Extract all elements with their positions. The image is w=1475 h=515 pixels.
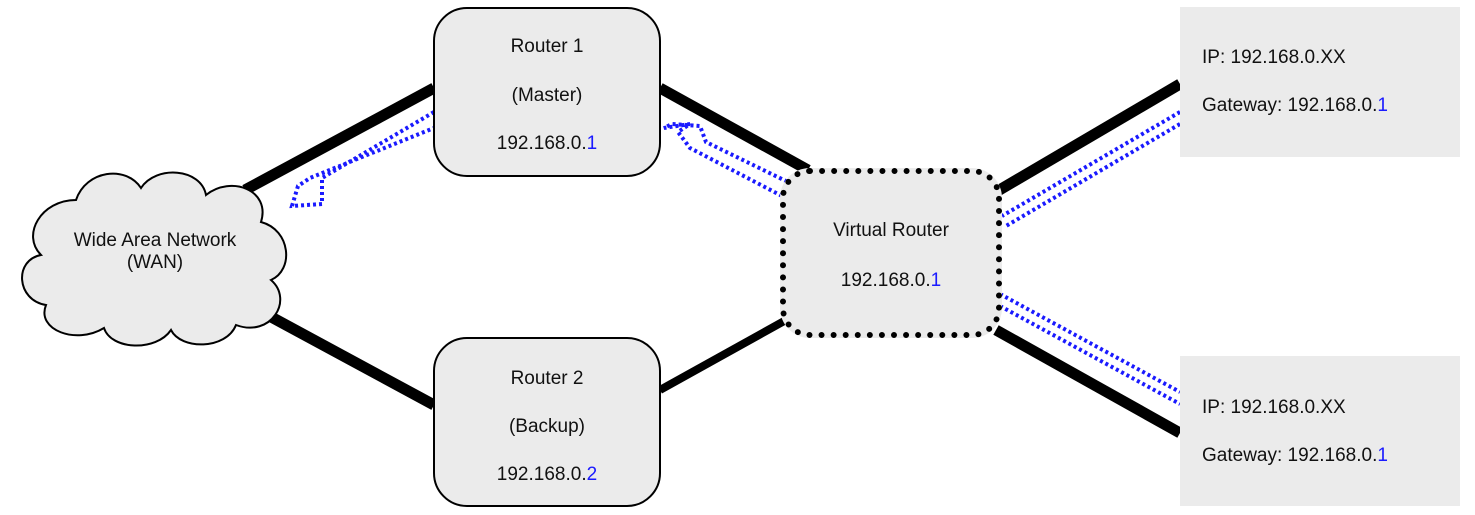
traffic-paths [289,110,1182,406]
router-1[interactable]: Router 1 (Master) 192.168.0.1 [433,7,661,177]
host-bottom[interactable]: IP: 192.168.0.XX Gateway: 192.168.0.1 [1180,356,1460,506]
link-virtual-host-top [993,79,1183,197]
link-wan-router2 [259,307,437,410]
wan-label-line1: Wide Area Network [73,230,237,251]
router-2-title: Router 2 [510,368,584,389]
router-2-role: (Backup) [508,416,586,437]
router-2[interactable]: Router 2 (Backup) 192.168.0.2 [433,337,661,507]
router-1-ip: 192.168.0.1 [496,133,598,154]
host-top-ip: IP: 192.168.0.XX [1202,47,1346,68]
virtual-router-ip: 192.168.0.1 [840,270,942,291]
router-2-ip: 192.168.0.2 [496,464,598,485]
host-top[interactable]: IP: 192.168.0.XX Gateway: 192.168.0.1 [1180,7,1460,157]
wan-cloud: Wide Area Network (WAN) [16,160,294,350]
link-router2-virtual [658,316,788,394]
virtual-router-title: Virtual Router [833,220,949,241]
cloud-icon [21,171,288,347]
link-virtual-host-bottom [993,325,1183,438]
host-top-gateway: Gateway: 192.168.0.1 [1202,95,1388,116]
virtual-router[interactable]: Virtual Router 192.168.0.1 [780,168,1002,338]
router-1-title: Router 1 [510,36,584,57]
link-router1-virtual [657,83,811,175]
host-bottom-ip: IP: 192.168.0.XX [1202,397,1346,418]
router-1-role: (Master) [511,85,583,106]
link-wan-router1 [242,83,437,195]
host-bottom-gateway: Gateway: 192.168.0.1 [1202,445,1388,466]
wan-label-line2: (WAN) [126,252,184,273]
